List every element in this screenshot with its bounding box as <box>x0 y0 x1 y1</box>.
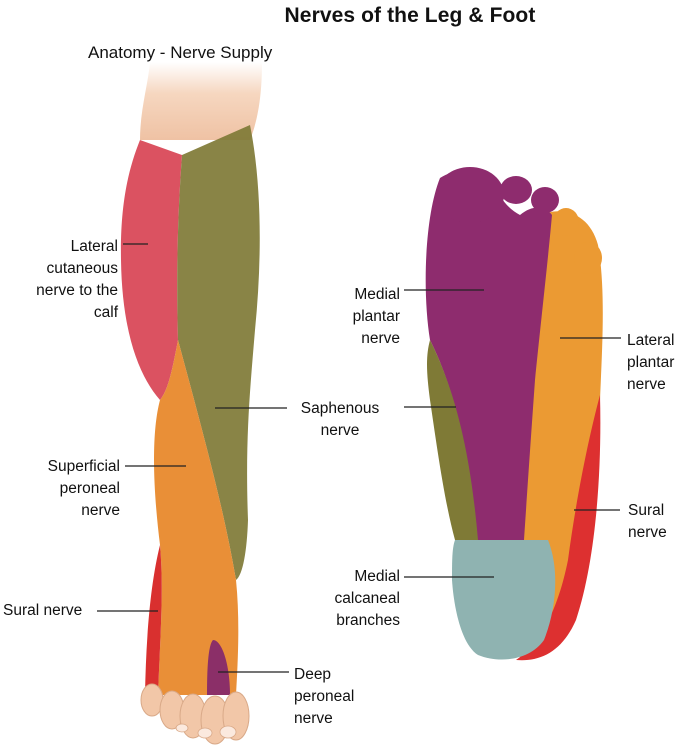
foot-illustration <box>426 167 603 660</box>
label-saphenous-nerve: Saphenous nerve <box>280 398 400 442</box>
medial-calcaneal-region <box>452 540 555 660</box>
label-sural-nerve-foot: Sural nerve <box>628 500 684 544</box>
label-medial-plantar-nerve: Medial plantar nerve <box>290 284 400 350</box>
label-deep-peroneal-nerve: Deep peroneal nerve <box>294 664 384 730</box>
label-sural-nerve-leg: Sural nerve <box>3 600 103 622</box>
label-lateral-cutaneous-nerve: Lateral cutaneous nerve to the calf <box>8 236 118 324</box>
lateral-cutaneous-region <box>121 140 182 400</box>
leg-illustration <box>121 62 262 744</box>
label-medial-calcaneal-branches: Medial calcaneal branches <box>290 566 400 632</box>
label-superficial-peroneal-nerve: Superficial peroneal nerve <box>8 456 120 522</box>
label-lateral-plantar-nerve: Lateral plantar nerve <box>627 330 685 396</box>
